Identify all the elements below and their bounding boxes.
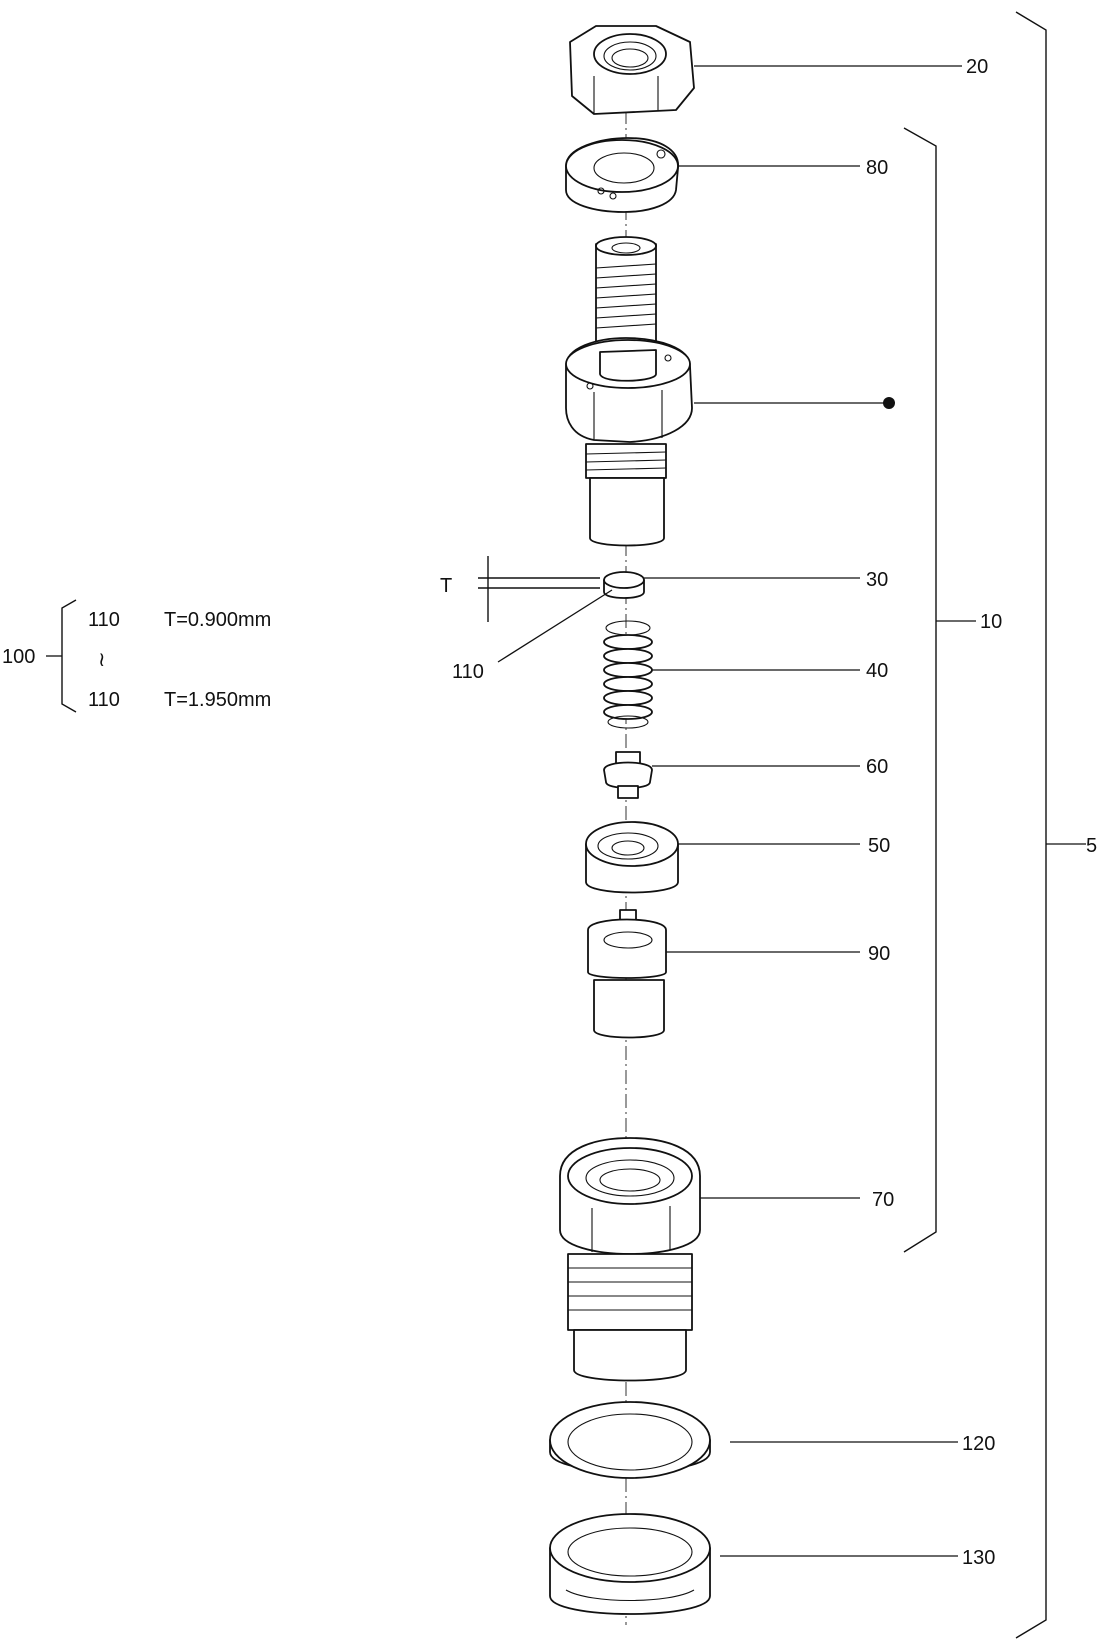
thickness-dimension bbox=[478, 556, 600, 622]
part-20-hex-nut bbox=[569, 25, 695, 115]
callout-5: 5 bbox=[1086, 835, 1097, 857]
part-60-valve bbox=[603, 751, 653, 799]
group-label-100: 100 bbox=[2, 646, 35, 668]
bracket-10 bbox=[903, 127, 937, 1253]
table-row-1-value: T=0.900mm bbox=[164, 609, 271, 631]
part-50-valve-seat bbox=[585, 821, 679, 894]
part-80-washer bbox=[565, 137, 679, 213]
callout-130: 130 bbox=[962, 1547, 995, 1569]
callout-70: 70 bbox=[872, 1189, 894, 1211]
callout-90: 90 bbox=[868, 943, 890, 965]
part-130-sleeve bbox=[549, 1513, 711, 1615]
table-row-1-part: 110 bbox=[88, 609, 120, 631]
callout-80: 80 bbox=[866, 157, 888, 179]
range-symbol: ≀ bbox=[98, 649, 106, 671]
leader-110 bbox=[497, 589, 613, 663]
part-40-spring bbox=[603, 620, 653, 729]
callout-120: 120 bbox=[962, 1433, 995, 1455]
bullet-marker bbox=[883, 397, 895, 409]
part-90-valve-body bbox=[587, 909, 667, 1039]
callout-50: 50 bbox=[868, 835, 890, 857]
part-70-union-body bbox=[559, 1137, 701, 1382]
dimension-label-t: T bbox=[440, 575, 452, 597]
part-delivery-valve-holder bbox=[565, 236, 693, 547]
callout-60: 60 bbox=[866, 756, 888, 778]
callout-40: 40 bbox=[866, 660, 888, 682]
callout-10: 10 bbox=[980, 611, 1002, 633]
part-120-gasket bbox=[549, 1401, 711, 1479]
callout-110: 110 bbox=[452, 661, 484, 683]
table-row-2-value: T=1.950mm bbox=[164, 689, 271, 711]
callout-30: 30 bbox=[866, 569, 888, 591]
bracket-5 bbox=[1015, 11, 1047, 1639]
part-30-shim bbox=[603, 571, 645, 599]
table-row-2-part: 110 bbox=[88, 689, 120, 711]
callout-20: 20 bbox=[966, 56, 988, 78]
bracket-100 bbox=[61, 599, 77, 713]
